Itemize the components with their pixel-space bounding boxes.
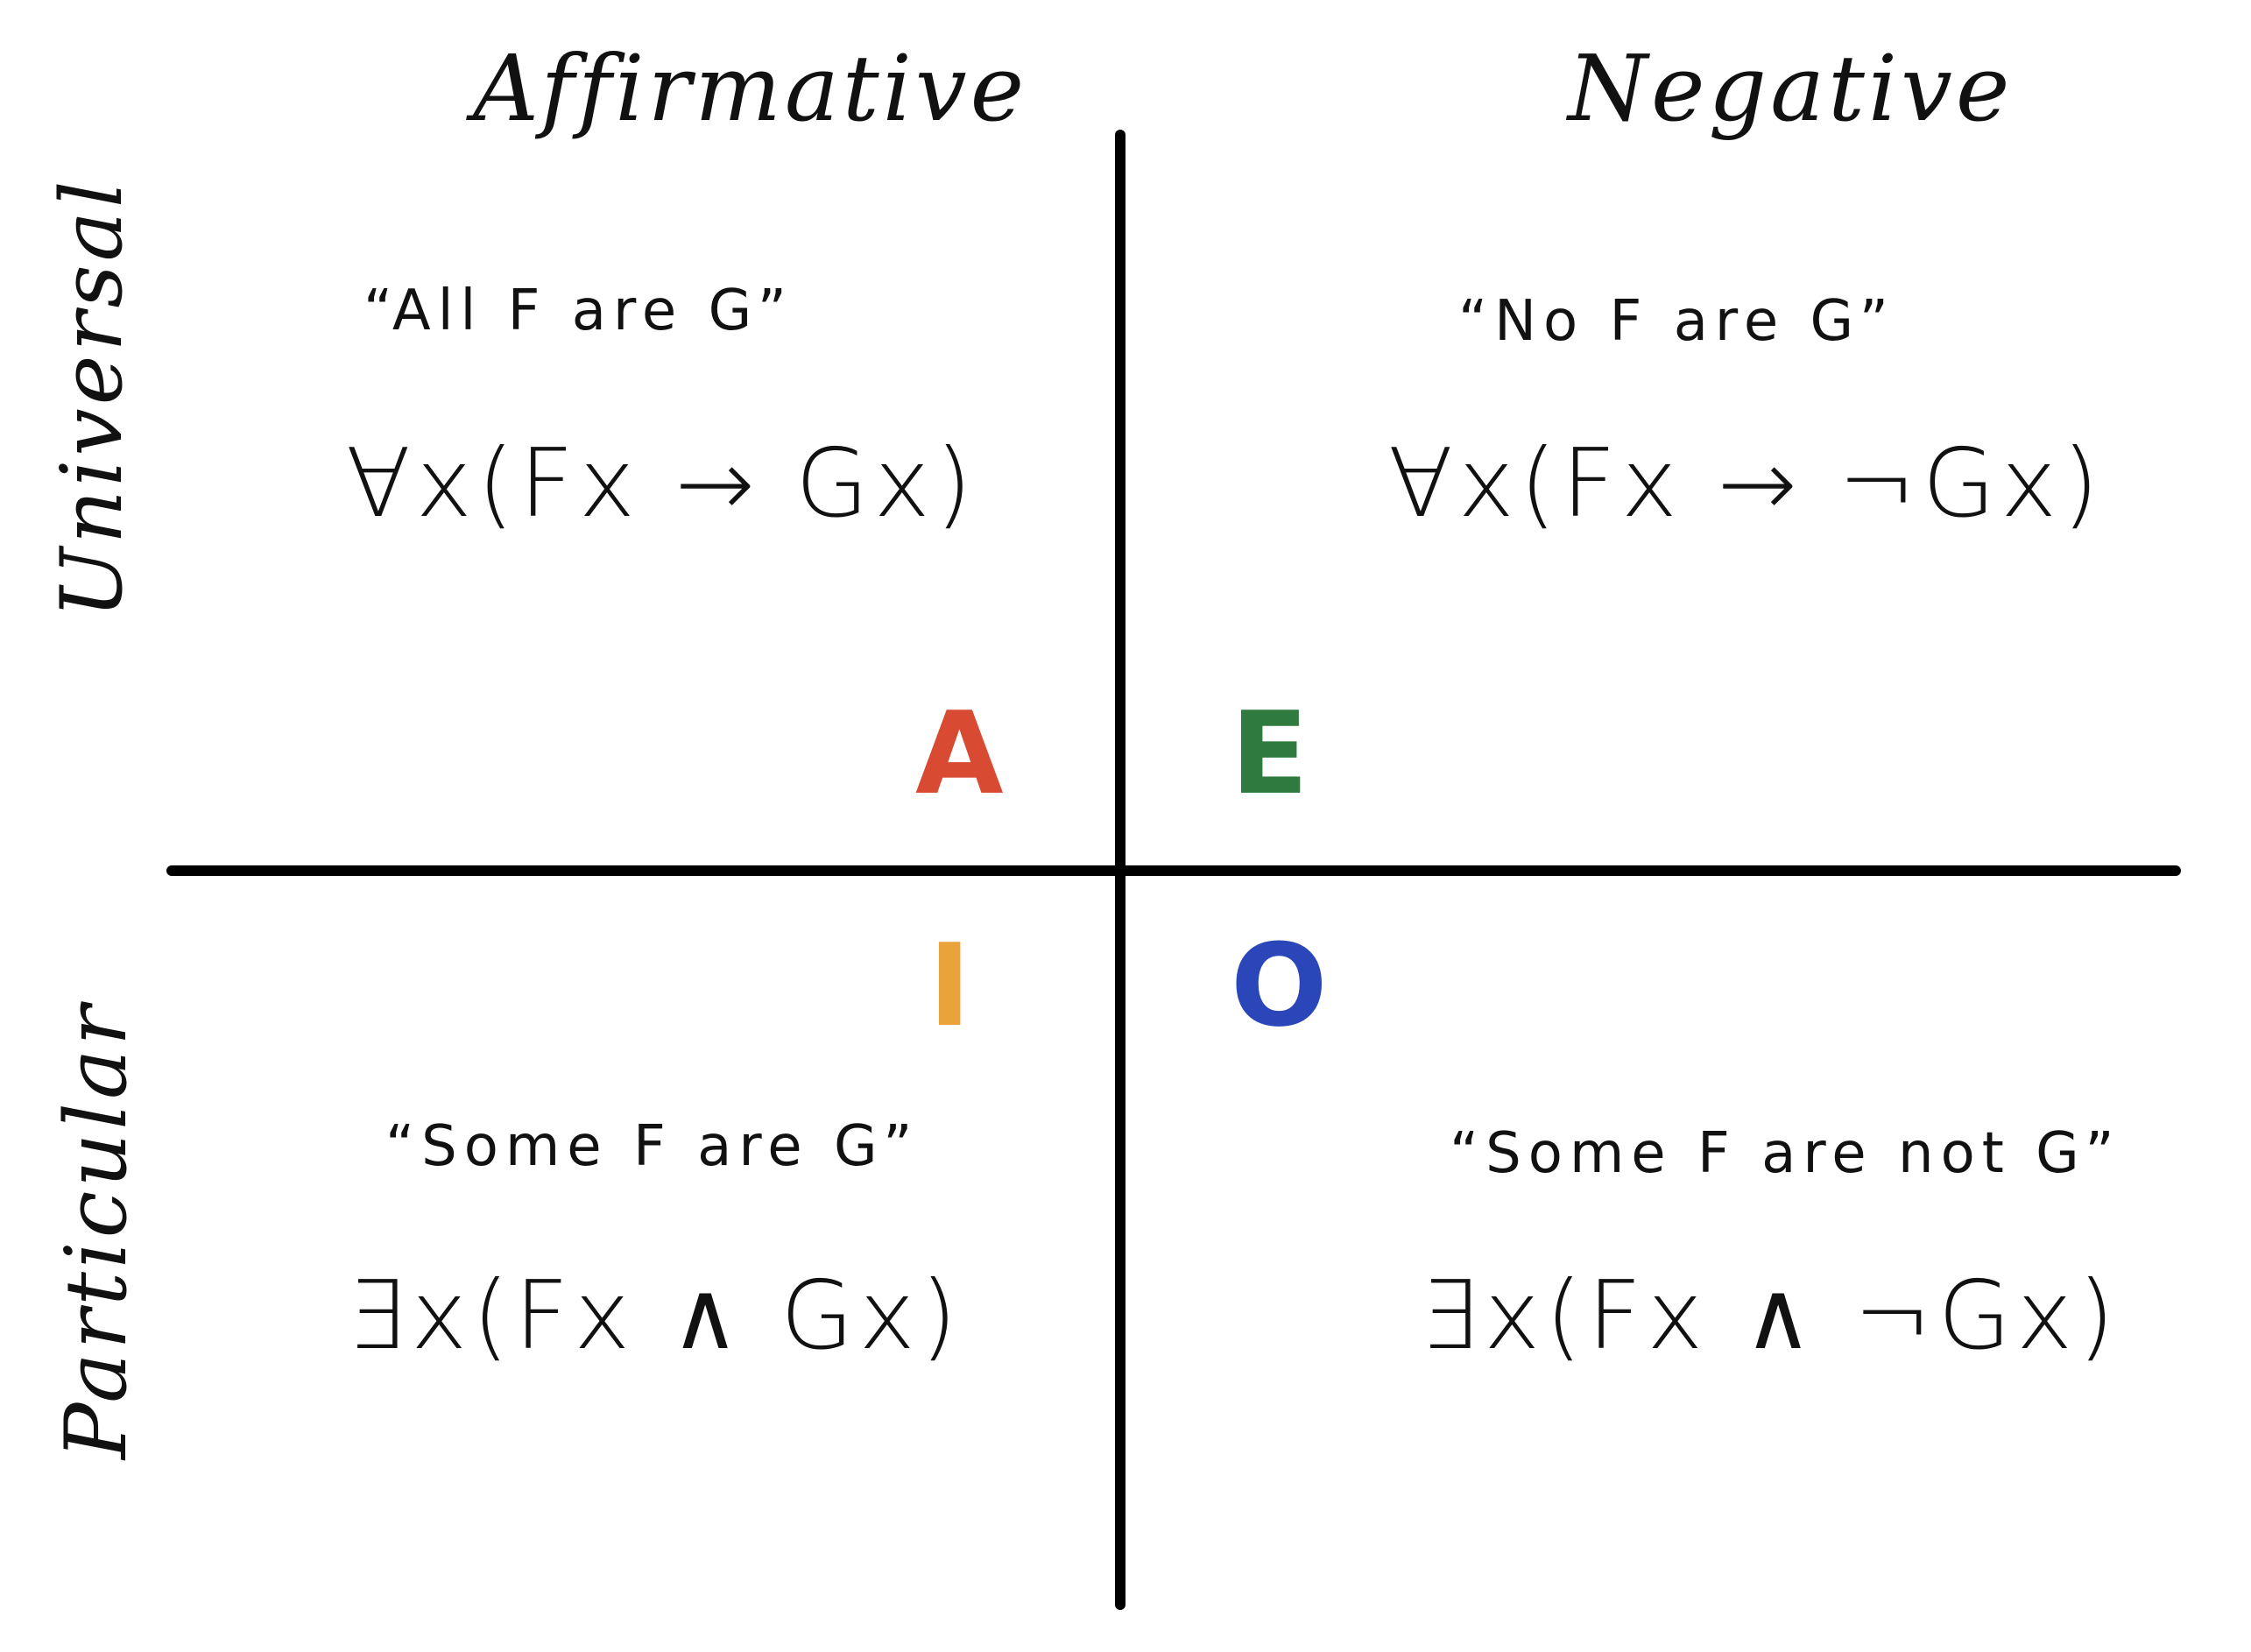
quadrant-a-sentence: “All F are G” xyxy=(363,279,794,343)
vowel-label-a: A xyxy=(915,687,1004,820)
column-header-affirmative: Affirmative xyxy=(473,35,1028,142)
row-header-particular: Particular xyxy=(47,1001,145,1459)
vowel-label-e: E xyxy=(1231,687,1309,820)
quadrant-i-sentence: “Some F are G” xyxy=(385,1114,920,1179)
quadrant-e-formula: ∀x(Fx → ¬Gx) xyxy=(1388,429,2105,539)
column-header-negative: Negative xyxy=(1568,35,2014,142)
row-header-universal: Universal xyxy=(43,177,141,618)
horizontal-axis-line xyxy=(166,865,2181,876)
quadrant-o-sentence: “Some F are not G” xyxy=(1450,1121,2121,1186)
quadrant-a-formula: ∀x(Fx → Gx) xyxy=(346,429,977,539)
quadrant-o-formula: ∃x(Fx ∧ ¬Gx) xyxy=(1419,1261,2120,1371)
quadrant-e-sentence: “No F are G” xyxy=(1458,289,1895,354)
vowel-label-i: I xyxy=(928,919,971,1052)
vowel-label-o: O xyxy=(1231,919,1328,1052)
quadrant-i-formula: ∃x(Fx ∧ Gx) xyxy=(346,1261,963,1371)
